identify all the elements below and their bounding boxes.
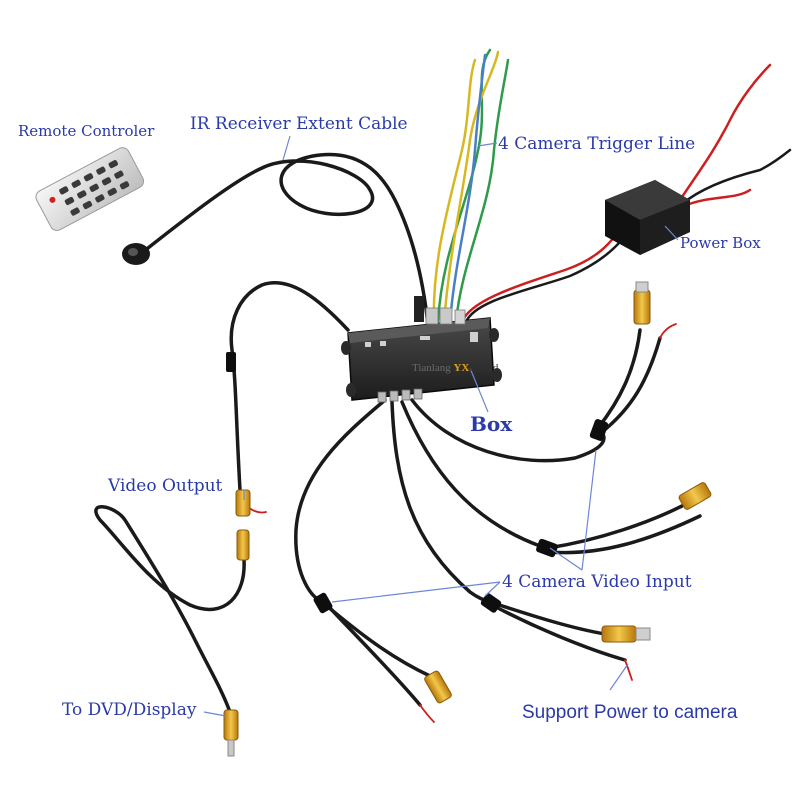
ir-receiver-eye: [122, 243, 150, 265]
label-dvd-display: To DVD/Display: [62, 700, 197, 720]
label-trigger-line: 4 Camera Trigger Line: [498, 134, 696, 154]
label-support-power: Support Power to camera: [522, 702, 738, 723]
ir-receiver-cable: [146, 152, 430, 327]
box-company-prefix: Tianlang: [412, 362, 451, 374]
box-company-mid: YX: [453, 362, 470, 374]
label-power-box: Power Box: [680, 234, 761, 252]
main-switch-box: [341, 296, 502, 403]
power-box: [605, 180, 690, 255]
label-box: Box: [470, 412, 513, 436]
label-video-output: Video Output: [108, 476, 223, 496]
power-wires: [460, 63, 792, 324]
camera-cable-3: [400, 400, 542, 548]
rca-connectors: [223, 281, 712, 757]
label-ir-receiver-cable: IR Receiver Extent Cable: [190, 114, 408, 134]
leader-lines: [203, 135, 679, 717]
dvd-display-cable: [94, 505, 246, 714]
box-company-suffix: o., Ltd: [469, 362, 499, 374]
label-camera-video-input: 4 Camera Video Input: [502, 572, 692, 592]
camera-cable-2: [390, 400, 492, 604]
label-remote-controler: Remote Controler: [18, 122, 155, 140]
video-output-cable: [229, 281, 350, 492]
box-company-name: Tianlang YXo., Ltd: [412, 362, 498, 374]
cables: [94, 152, 702, 714]
camera-cable-1: [294, 398, 387, 604]
remote-control: [35, 147, 145, 231]
camera-cable-4: [410, 398, 606, 463]
trigger-wires: [432, 48, 510, 324]
cable-splitters: [226, 352, 609, 614]
